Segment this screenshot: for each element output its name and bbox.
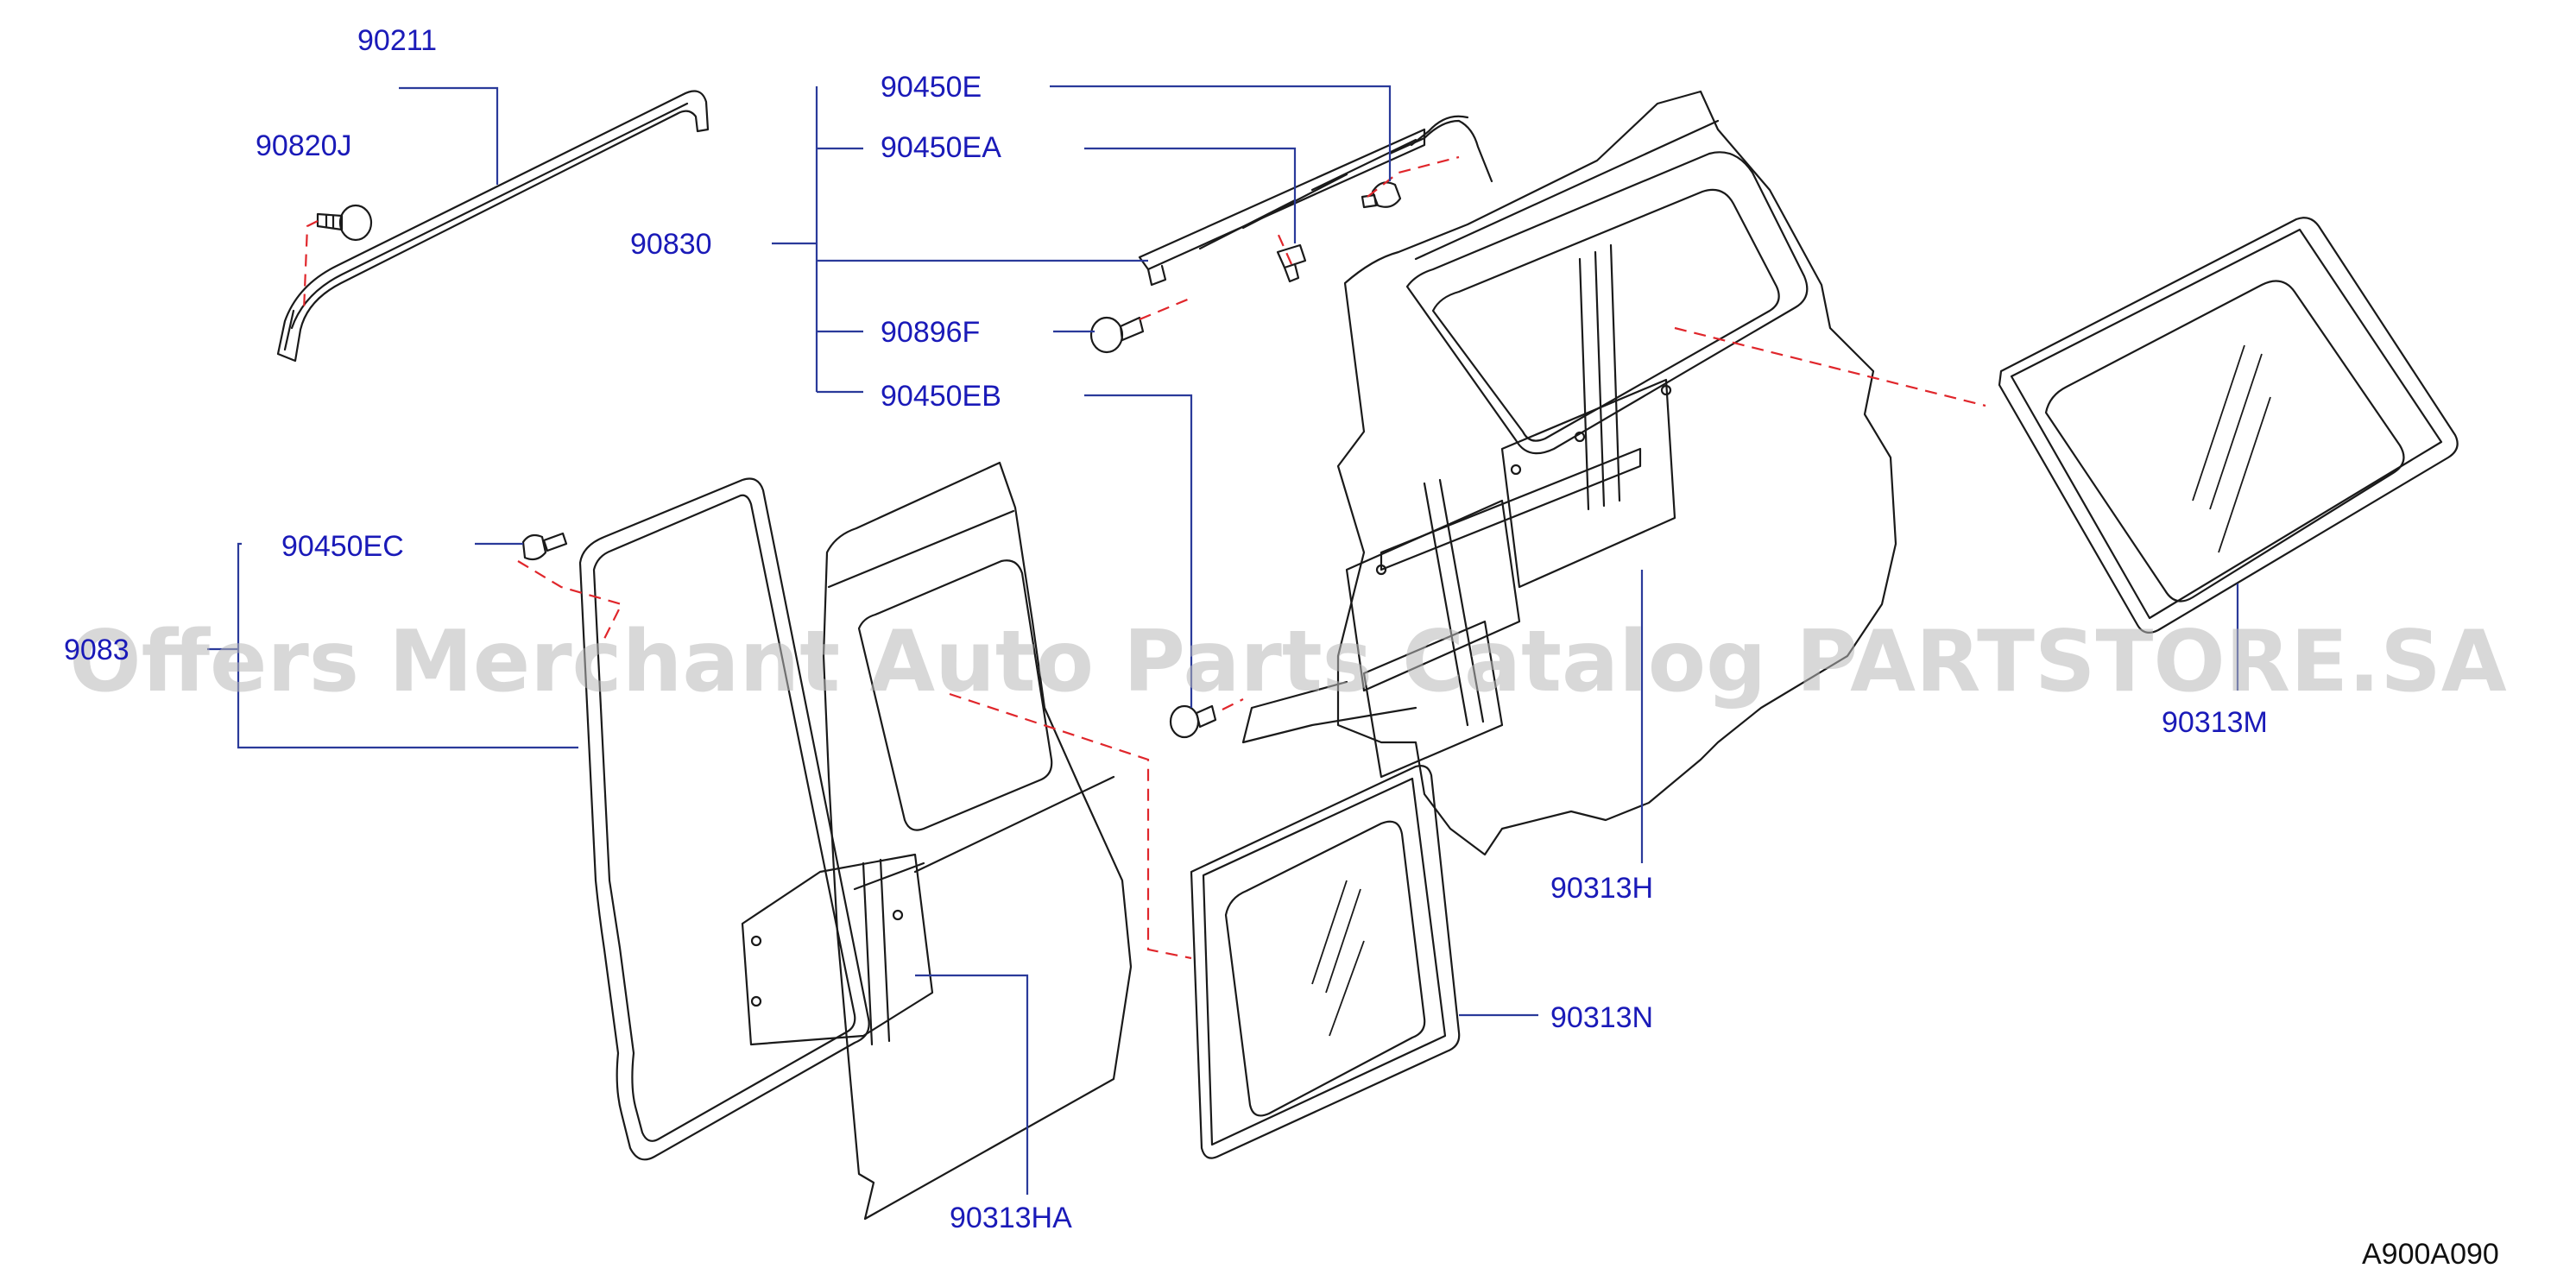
- clip-90450E: [1361, 181, 1402, 209]
- label-90313H: 90313H: [1550, 872, 1653, 905]
- upper-rail-molding: [1138, 115, 1493, 287]
- label-90313N: 90313N: [1550, 1001, 1653, 1034]
- clip-90450EB: [1169, 704, 1217, 739]
- clip-90896F: [1089, 316, 1145, 354]
- clip-90450EA: [1276, 243, 1307, 283]
- front-door-weatherstrip: [578, 477, 870, 1161]
- label-90830: 90830: [630, 228, 712, 261]
- label-90820J: 90820J: [256, 129, 352, 162]
- front-door-panel-90313HA: [741, 461, 1133, 1221]
- watermark: Offers Merchant Auto Parts Catalog PARTS…: [69, 613, 2507, 711]
- leader-lines: [207, 85, 2239, 1195]
- diagram-code: A900A090: [2362, 1238, 2499, 1271]
- label-90450EB: 90450EB: [881, 380, 1001, 413]
- clip-90820J: [316, 204, 373, 242]
- part-labels: 90211 90820J 90450E 90450EA 90830 90896F…: [64, 24, 2268, 1234]
- dashed-reference-lines: [302, 155, 1986, 960]
- label-90450E: 90450E: [881, 71, 982, 104]
- clip-90450EC: [521, 532, 568, 561]
- roof-molding-90211: [276, 90, 710, 363]
- label-90450EA: 90450EA: [881, 131, 1001, 164]
- label-90313M: 90313M: [2162, 706, 2268, 739]
- glass-90313N: [1190, 765, 1461, 1159]
- glass-90313M: [1998, 217, 2459, 634]
- label-9083: 9083: [64, 634, 129, 666]
- label-90896F: 90896F: [881, 316, 980, 349]
- label-90211: 90211: [357, 24, 437, 57]
- label-90450EC: 90450EC: [281, 530, 404, 563]
- label-90313HA: 90313HA: [950, 1202, 1072, 1234]
- rear-body-panel-90313H: [1241, 90, 1897, 856]
